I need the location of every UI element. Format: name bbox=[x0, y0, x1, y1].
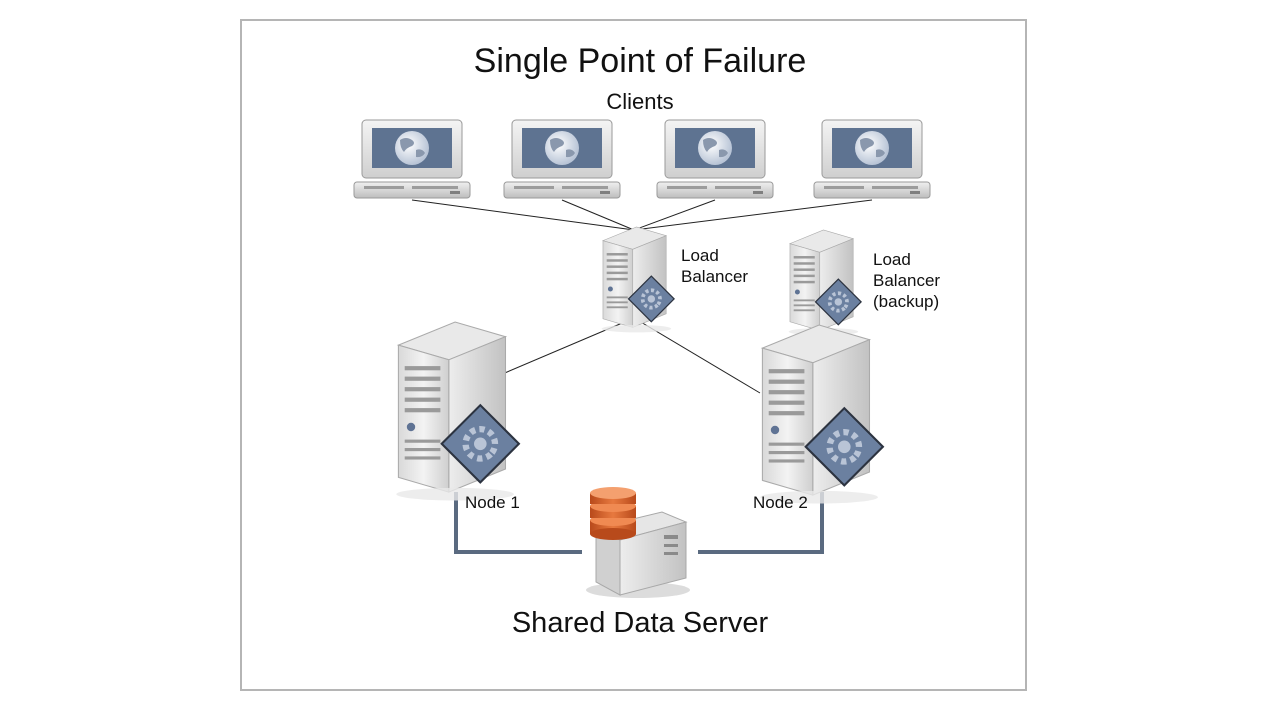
diagram-frame bbox=[240, 19, 1027, 691]
diagram-title: Single Point of Failure bbox=[473, 42, 807, 80]
node2-shared-link bbox=[698, 492, 824, 554]
client-link-1 bbox=[411, 199, 635, 231]
client-link-3 bbox=[633, 199, 716, 231]
client-link-2 bbox=[561, 199, 635, 231]
load-balancer-backup-line2: Balancer bbox=[873, 271, 941, 290]
shared-data-server-icon bbox=[586, 487, 690, 598]
node-1-server bbox=[396, 322, 519, 501]
client-computer-1 bbox=[353, 119, 471, 199]
load-balancer-backup-line3: (backup) bbox=[873, 292, 940, 311]
node-2-server bbox=[760, 325, 883, 504]
load-balancer-backup-line1: Load bbox=[873, 250, 911, 269]
load-balancer-label-line1: Load bbox=[681, 246, 719, 265]
client-computer-4 bbox=[813, 119, 931, 199]
node1-shared-link bbox=[454, 492, 582, 554]
load-balancer-label-line2: Balancer bbox=[681, 267, 749, 286]
node-1-label: Node 1 bbox=[465, 493, 520, 512]
shared-data-server-label: Shared Data Server bbox=[511, 607, 769, 639]
load-balancer-backup-label: Load Balancer (backup) bbox=[873, 249, 940, 312]
load-balancer-label: Load Balancer bbox=[681, 245, 748, 287]
clients-label: Clients bbox=[606, 89, 674, 114]
client-link-4 bbox=[633, 199, 873, 231]
load-balancer-backup-server bbox=[786, 228, 863, 338]
load-balancer-server bbox=[599, 225, 676, 335]
node-2-label: Node 2 bbox=[753, 493, 808, 512]
client-computer-2 bbox=[503, 119, 621, 199]
client-computer-3 bbox=[656, 119, 774, 199]
